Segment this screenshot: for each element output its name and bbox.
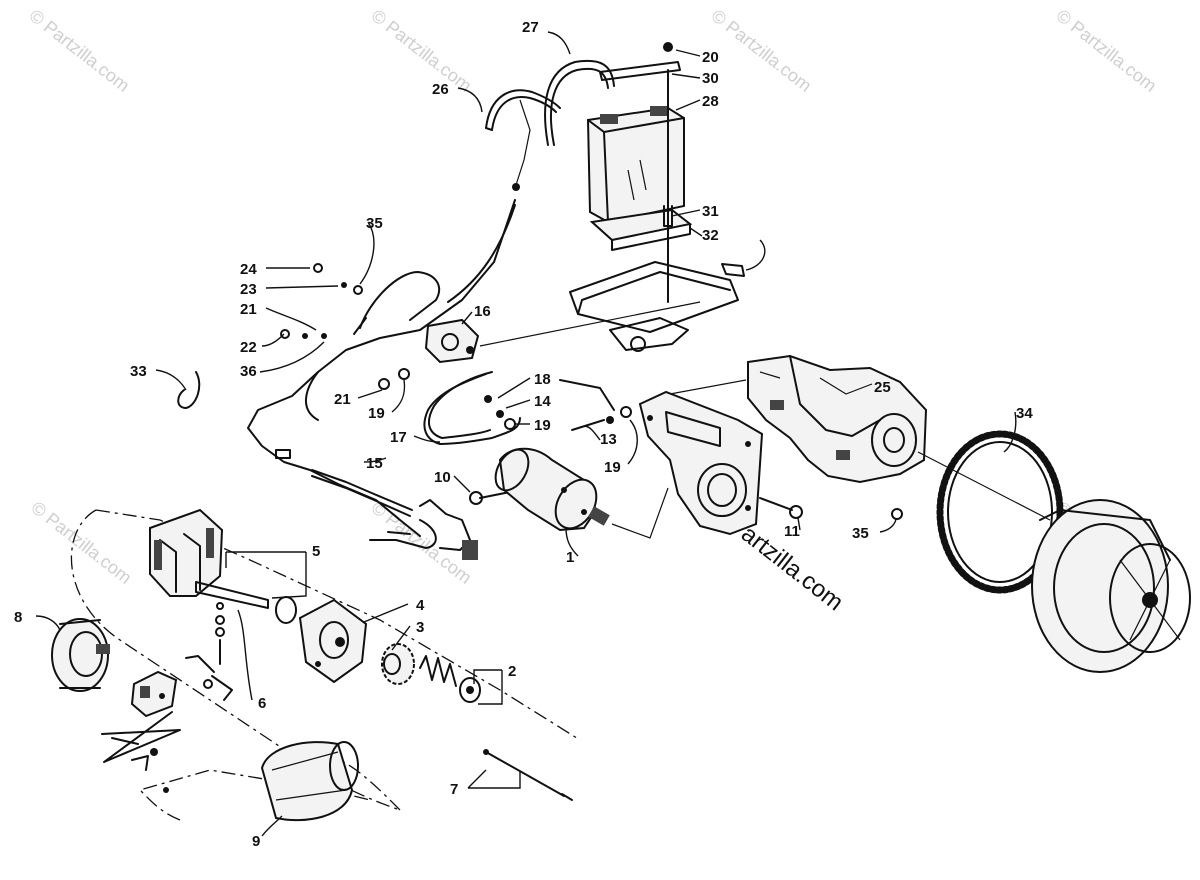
battery-tray bbox=[569, 261, 739, 333]
callout-36: 36 bbox=[240, 363, 257, 380]
callout-19-center: 19 bbox=[534, 417, 551, 434]
starter-cable-group bbox=[423, 371, 632, 445]
callout-30: 31 bbox=[702, 203, 719, 220]
watermark: © Partzilla.com bbox=[368, 5, 476, 95]
drive-end-housing bbox=[298, 598, 368, 684]
wire-hook bbox=[177, 371, 201, 409]
callout-10: 10 bbox=[434, 469, 451, 486]
callout-17: 17 bbox=[390, 429, 407, 446]
ring-gear bbox=[936, 430, 1064, 594]
ring-gear-group bbox=[891, 430, 1064, 594]
watermark: © Partzilla.com bbox=[368, 497, 476, 587]
callout-23: 23 bbox=[240, 281, 257, 298]
tray-clip bbox=[721, 263, 745, 277]
callout-20-mid: 21 bbox=[334, 391, 351, 408]
starter-solenoid bbox=[424, 318, 480, 364]
callout-18: 18 bbox=[534, 371, 551, 388]
callout-11: 11 bbox=[784, 523, 800, 540]
flywheel bbox=[1031, 499, 1169, 673]
callout-layer: 27 20 30 28 26 35 24 23 21 22 36 16 31 3… bbox=[14, 19, 1033, 850]
drive-pinion bbox=[381, 643, 415, 685]
callout-14: 14 bbox=[534, 393, 551, 410]
callout-19-left: 19 bbox=[368, 405, 385, 422]
callout-22: 22 bbox=[240, 339, 257, 356]
callout-2: 2 bbox=[508, 663, 516, 680]
starter-bracket bbox=[638, 390, 764, 536]
callout-35: 35 bbox=[366, 215, 383, 232]
callout-19-right: 19 bbox=[604, 459, 621, 476]
hold-down-strap bbox=[599, 61, 681, 81]
callout-25: 26 bbox=[432, 81, 449, 98]
callout-24: 24 bbox=[240, 261, 257, 278]
callout-26: 27 bbox=[522, 19, 539, 36]
starter-motor-group bbox=[469, 447, 669, 539]
callout-8: 8 bbox=[14, 609, 22, 626]
flywheel-group bbox=[1031, 499, 1191, 673]
brush-holder bbox=[130, 670, 178, 718]
battery-cable-positive bbox=[544, 59, 615, 146]
harness-connector bbox=[419, 499, 471, 551]
callout-7: 7 bbox=[450, 781, 458, 798]
watermark: © Partzilla.com bbox=[28, 497, 136, 587]
callout-6: 6 bbox=[258, 695, 266, 712]
callout-13: 13 bbox=[600, 431, 617, 448]
battery-cable-negative bbox=[485, 89, 561, 129]
callout-15: 15 bbox=[366, 455, 383, 472]
main-harness bbox=[311, 469, 413, 511]
callout-1: 1 bbox=[566, 549, 574, 566]
callout-21: 21 bbox=[240, 301, 257, 318]
callout-33: 34 bbox=[1016, 405, 1033, 422]
mounting-bracket-group bbox=[638, 379, 803, 536]
solenoid-wire bbox=[359, 271, 441, 329]
watermark: © Partzilla.com bbox=[26, 5, 134, 95]
through-bolt bbox=[485, 751, 565, 797]
starter-exploded-group bbox=[51, 508, 581, 822]
battery-group bbox=[479, 42, 745, 352]
field-housing bbox=[260, 741, 354, 822]
engine-casting-mark: 25 bbox=[874, 379, 891, 396]
solenoid-group bbox=[177, 199, 516, 560]
engine-group: 25 bbox=[747, 354, 1051, 521]
callout-5: 5 bbox=[312, 543, 320, 560]
callout-3: 3 bbox=[416, 619, 424, 636]
callout-31: 32 bbox=[702, 227, 719, 244]
watermark: © Partzilla.com bbox=[1053, 5, 1161, 95]
callout-20-top: 20 bbox=[702, 49, 719, 66]
assembly-envelope bbox=[70, 509, 401, 811]
callout-16: 16 bbox=[474, 303, 491, 320]
callout-9: 9 bbox=[252, 833, 260, 850]
pinion-spring bbox=[419, 655, 457, 687]
callout-27: 28 bbox=[702, 93, 719, 110]
battery bbox=[586, 106, 685, 224]
callout-32: 33 bbox=[130, 363, 147, 380]
callout-4: 4 bbox=[416, 597, 425, 614]
engine-block bbox=[747, 354, 928, 484]
callout-28: 30 bbox=[702, 70, 719, 87]
watermark: © Partzilla.com bbox=[708, 5, 816, 95]
callout-34: 35 bbox=[852, 525, 869, 542]
wiring-harness bbox=[247, 199, 516, 537]
